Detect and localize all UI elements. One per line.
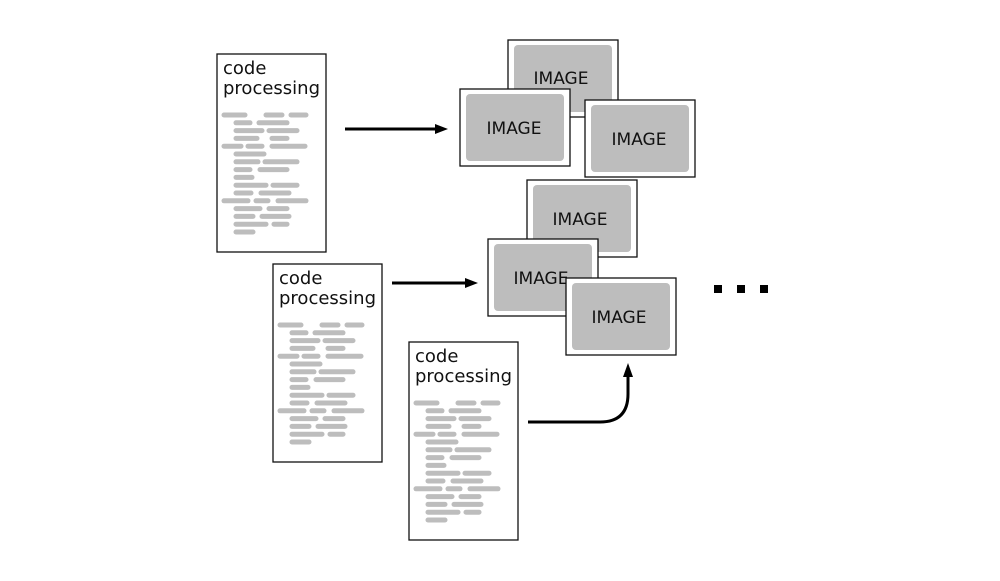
arrow-3	[528, 363, 633, 424]
image-group-2: IMAGE IMAGE IMAGE	[487, 179, 677, 356]
document-title-line-1: code	[279, 268, 322, 289]
code-lines	[221, 112, 309, 235]
image-label: IMAGE	[534, 69, 589, 89]
code-lines	[277, 322, 365, 445]
image-card: IMAGE	[584, 99, 696, 178]
document-title-line-1: code	[223, 58, 266, 79]
document-title-line-1: code	[415, 346, 458, 367]
image-label: IMAGE	[592, 308, 647, 328]
image-group-1: IMAGE IMAGE IMAGE	[459, 39, 696, 178]
image-label: IMAGE	[612, 130, 667, 150]
image-card: IMAGE	[459, 88, 571, 167]
code-document-3: code processing	[408, 341, 519, 541]
document-title-line-2: processing	[415, 366, 512, 387]
code-lines	[413, 400, 501, 523]
code-document-1: code processing	[216, 53, 327, 253]
document-title-line-2: processing	[279, 288, 376, 309]
image-label: IMAGE	[514, 269, 569, 289]
image-label: IMAGE	[487, 119, 542, 139]
ellipsis-continuation	[714, 285, 768, 293]
code-document-2: code processing	[272, 263, 383, 463]
image-label: IMAGE	[553, 210, 608, 230]
document-title-line-2: processing	[223, 78, 320, 99]
arrow-2	[392, 278, 478, 288]
arrow-1	[345, 124, 448, 134]
image-card: IMAGE	[565, 277, 677, 356]
